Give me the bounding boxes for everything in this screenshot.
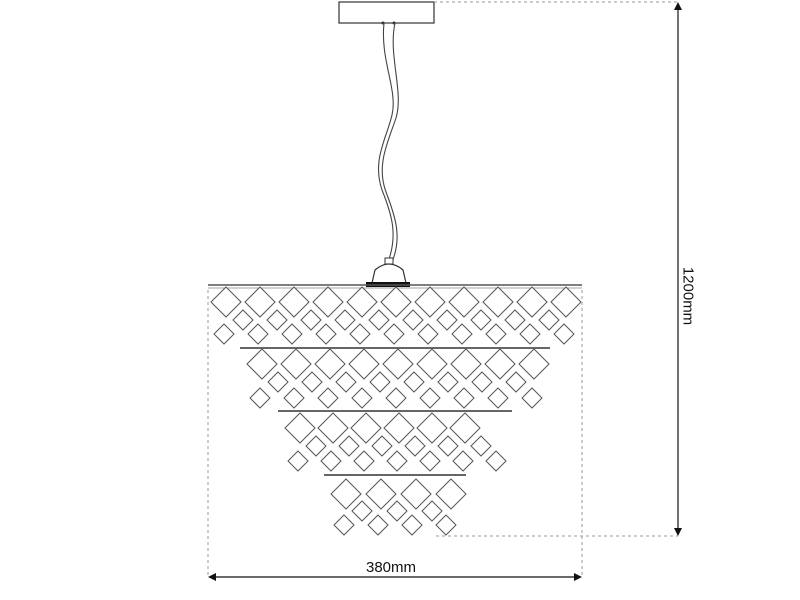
- crystal-diamond: [470, 309, 492, 331]
- crystal-diamond: [504, 309, 526, 331]
- crystal-diamond: [538, 309, 560, 331]
- crystal-diamond: [320, 450, 342, 472]
- crystal-diamond: [402, 309, 424, 331]
- crystal-pendants: [210, 286, 582, 536]
- crystal-diamond: [485, 450, 507, 472]
- crystal-diamond: [482, 286, 514, 318]
- crystal-diamond: [284, 412, 316, 444]
- crystal-diamond: [278, 286, 310, 318]
- crystal-diamond: [317, 387, 339, 409]
- crystal-diamond: [414, 286, 446, 318]
- crystal-diamond: [267, 371, 289, 393]
- crystal-diamond: [403, 371, 425, 393]
- crystal-diamond: [401, 514, 423, 536]
- crystal-diamond: [448, 286, 480, 318]
- crystal-diamond: [505, 371, 527, 393]
- crystal-diamond: [305, 435, 327, 457]
- crystal-diamond: [386, 450, 408, 472]
- crystal-diamond: [300, 309, 322, 331]
- crystal-diamond: [346, 286, 378, 318]
- crystal-diamond: [287, 450, 309, 472]
- crystal-diamond: [383, 323, 405, 345]
- crystal-diamond: [350, 412, 382, 444]
- crystal-diamond: [435, 514, 457, 536]
- crystal-diamond: [281, 323, 303, 345]
- crystal-diamond: [400, 478, 432, 510]
- crystal-diamond: [385, 387, 407, 409]
- crystal-diamond: [470, 435, 492, 457]
- crystal-diamond: [553, 323, 575, 345]
- crystal-diamond: [453, 387, 475, 409]
- crystal-diamond: [382, 348, 414, 380]
- crystal-diamond: [335, 371, 357, 393]
- crystal-diamond: [353, 450, 375, 472]
- crystal-diamond: [487, 387, 509, 409]
- crystal-diamond: [484, 348, 516, 380]
- crystal-diamond: [380, 286, 412, 318]
- crystal-diamond: [437, 435, 459, 457]
- crystal-diamond: [351, 500, 373, 522]
- crystal-diamond: [404, 435, 426, 457]
- crystal-diamond: [312, 286, 344, 318]
- crystal-diamond: [451, 323, 473, 345]
- crystal-diamond: [368, 309, 390, 331]
- height-dimension-arrow: [674, 2, 682, 536]
- crystal-diamond: [419, 450, 441, 472]
- ceiling-canopy: [338, 1, 435, 24]
- crystal-diamond: [317, 412, 349, 444]
- crystal-diamond: [450, 348, 482, 380]
- crystal-diamond: [213, 323, 235, 345]
- crystal-diamond: [386, 500, 408, 522]
- crystal-diamond: [416, 348, 448, 380]
- crystal-diamond: [338, 435, 360, 457]
- crystal-diamond: [419, 387, 441, 409]
- crystal-diamond: [518, 348, 550, 380]
- crystal-diamond: [437, 371, 459, 393]
- crystal-diamond: [249, 387, 271, 409]
- crystal-diamond: [315, 323, 337, 345]
- crystal-diamond: [334, 309, 356, 331]
- crystal-diamond: [232, 309, 254, 331]
- crystal-diamond: [314, 348, 346, 380]
- crystal-diamond: [333, 514, 355, 536]
- height-dimension-label: 1200mm: [679, 266, 697, 326]
- width-dimension-label: 380mm: [366, 559, 417, 576]
- crystal-diamond: [383, 412, 415, 444]
- crystal-diamond: [436, 309, 458, 331]
- crystal-diamond: [521, 387, 543, 409]
- crystal-diamond: [471, 371, 493, 393]
- crystal-diamond: [416, 412, 448, 444]
- crystal-diamond: [369, 371, 391, 393]
- crystal-diamond: [452, 450, 474, 472]
- crystal-diamond: [266, 309, 288, 331]
- lamp-socket: [366, 257, 410, 287]
- crystal-diamond: [244, 286, 276, 318]
- crystal-diamond: [435, 478, 467, 510]
- crystal-diamond: [348, 348, 380, 380]
- crystal-diamond: [367, 514, 389, 536]
- crystal-diamond: [485, 323, 507, 345]
- crystal-diamond: [280, 348, 312, 380]
- crystal-diamond: [330, 478, 362, 510]
- crystal-diamond: [365, 478, 397, 510]
- crystal-diamond: [516, 286, 548, 318]
- crystal-diamond: [371, 435, 393, 457]
- crystal-diamond: [349, 323, 371, 345]
- crystal-diamond: [351, 387, 373, 409]
- crystal-diamond: [417, 323, 439, 345]
- crystal-diamond: [550, 286, 582, 318]
- crystal-diamond: [301, 371, 323, 393]
- crystal-diamond: [519, 323, 541, 345]
- crystal-diamond: [421, 500, 443, 522]
- dimension-guides: [207, 1, 678, 576]
- crystal-diamond: [210, 286, 242, 318]
- width-dimension-arrow: [208, 573, 582, 581]
- crystal-diamond: [246, 348, 278, 380]
- crystal-diamond: [283, 387, 305, 409]
- crystal-diamond: [247, 323, 269, 345]
- suspension-cable: [378, 22, 399, 263]
- crystal-diamond: [449, 412, 481, 444]
